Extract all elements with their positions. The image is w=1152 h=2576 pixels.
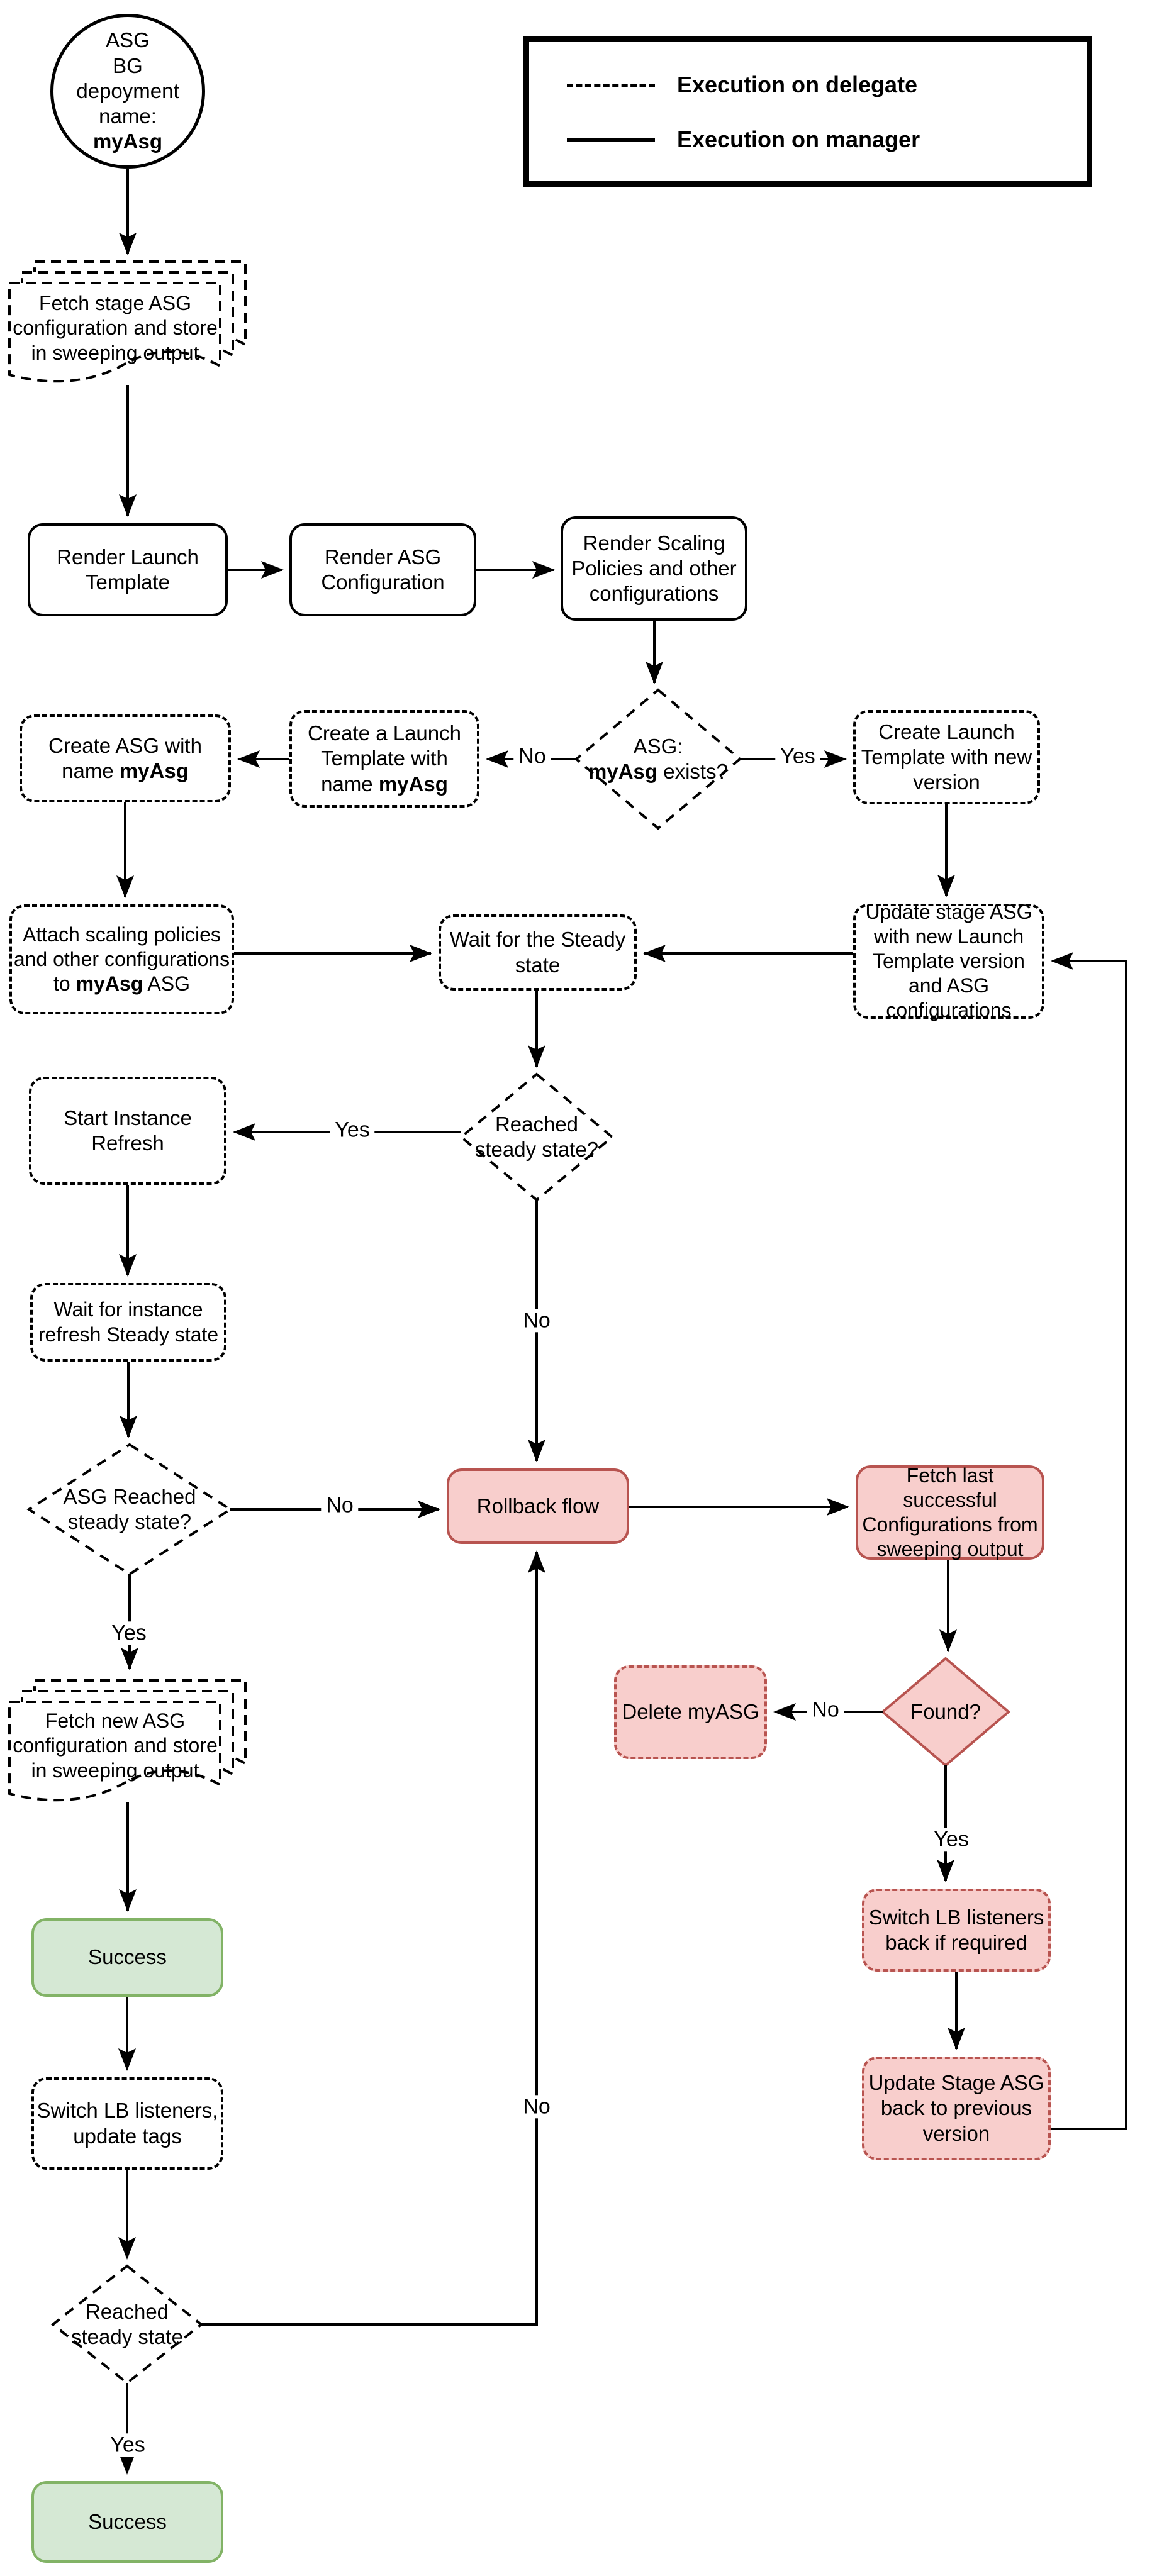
diamond-asg-exists [574,688,742,830]
label-reached-steady-no: No [518,1308,556,1333]
node-wait-steady-state-label: Wait for the Steady state [449,928,626,977]
fetch-new-document-shape [8,1679,247,1802]
label-asg-reached-yes: Yes [106,1621,152,1645]
node-create-launch-template-new-label: Create Launch Template with new version [861,719,1032,794]
node-rollback-flow: Rollback flow [447,1468,629,1544]
node-reached-steady-decision-2: Reached steady state [71,2299,183,2348]
node-asg-reached-steady-decision: ASG Reached steady state? [63,1484,196,1533]
node-delete-myasg: Delete myASG [614,1665,767,1759]
node-render-asg-configuration-label: Render ASG Configuration [321,545,445,594]
node-switch-lb-back-label: Switch LB listeners back if required [868,1905,1044,1954]
node-switch-lb-listeners: Switch LB listeners, update tags [31,2077,223,2170]
node-update-stage-asg-label: Update stage ASG with new Launch Templat… [865,900,1032,1022]
node-fetch-new-config: Fetch new ASG configuration and store in… [13,1709,218,1782]
node-render-scaling-policies: Render Scaling Policies and other config… [561,516,747,621]
node-found-decision: Found? [910,1699,981,1723]
node-reached-steady-decision: Reached steady state? [474,1112,599,1161]
node-start-label: ASG BG depoyment name: myAsg [76,28,179,153]
node-asg-exists-decision: ASG: myAsg exists? [588,734,728,783]
node-update-stage-asg: Update stage ASG with new Launch Templat… [853,901,1044,1021]
node-start-instance-refresh-label: Start Instance Refresh [64,1106,192,1155]
node-update-stage-back: Update Stage ASG back to previous versio… [862,2057,1051,2160]
legend-label-manager: Execution on manager [677,126,920,152]
legend-dashed-line-sample [567,84,655,87]
label-found-yes: Yes [929,1827,974,1852]
label-reached-steady-2-yes: Yes [105,2433,150,2457]
node-create-launch-template-new: Create Launch Template with new version [853,710,1040,804]
node-rollback-flow-label: Rollback flow [476,1494,600,1518]
node-render-launch-template-label: Render Launch Template [57,545,199,594]
node-create-launch-template-myasg: Create a Launch Template with name myAsg [289,710,479,808]
fetch-stage-document-shape [8,260,247,383]
node-success-1: Success [31,1918,223,1997]
label-loop-no: No [518,2094,556,2119]
node-render-scaling-policies-label: Render Scaling Policies and other config… [571,531,737,606]
node-render-asg-configuration: Render ASG Configuration [289,523,476,616]
node-success-2-label: Success [88,2509,167,2533]
edge-reached-steady-2-no-loop [201,1550,545,2326]
node-success-1-label: Success [88,1945,167,1969]
node-fetch-last-successful: Fetch last successful Configurations fro… [856,1463,1044,1561]
legend-solid-line-sample [567,138,655,142]
label-asg-exists-yes: Yes [775,744,820,769]
node-wait-instance-refresh-label: Wait for instance refresh Steady state [38,1298,219,1346]
node-start-instance-refresh: Start Instance Refresh [29,1077,226,1185]
diamond-asg-reached-steady [26,1443,233,1576]
node-wait-instance-refresh: Wait for instance refresh Steady state [30,1283,226,1362]
label-found-no: No [807,1697,844,1722]
node-fetch-stage-config: Fetch stage ASG configuration and store … [13,292,218,364]
node-success-2: Success [31,2481,223,2563]
label-asg-exists-no: No [513,744,551,769]
legend-label-delegate: Execution on delegate [677,72,918,97]
label-asg-reached-no: No [321,1493,359,1518]
node-delete-myasg-label: Delete myASG [622,1700,759,1724]
legend-box: Execution on delegate Execution on manag… [523,36,1092,187]
diamond-reached-steady-2 [50,2264,204,2385]
edge-update-back-loop-to-update-stage [1051,952,1127,2130]
node-wait-steady-state: Wait for the Steady state [439,914,637,991]
node-switch-lb-listeners-label: Switch LB listeners, update tags [36,2099,218,2148]
node-fetch-last-successful-label: Fetch last successful Configurations fro… [862,1463,1038,1561]
node-attach-scaling-policies: Attach scaling policies and other config… [9,904,234,1014]
label-reached-steady-yes: Yes [330,1118,375,1142]
node-render-launch-template: Render Launch Template [28,523,228,616]
node-switch-lb-back: Switch LB listeners back if required [862,1889,1051,1972]
node-create-asg: Create ASG with name myAsg [20,714,231,802]
node-start: ASG BG depoyment name: myAsg [50,14,205,169]
node-update-stage-back-label: Update Stage ASG back to previous versio… [868,2071,1044,2145]
